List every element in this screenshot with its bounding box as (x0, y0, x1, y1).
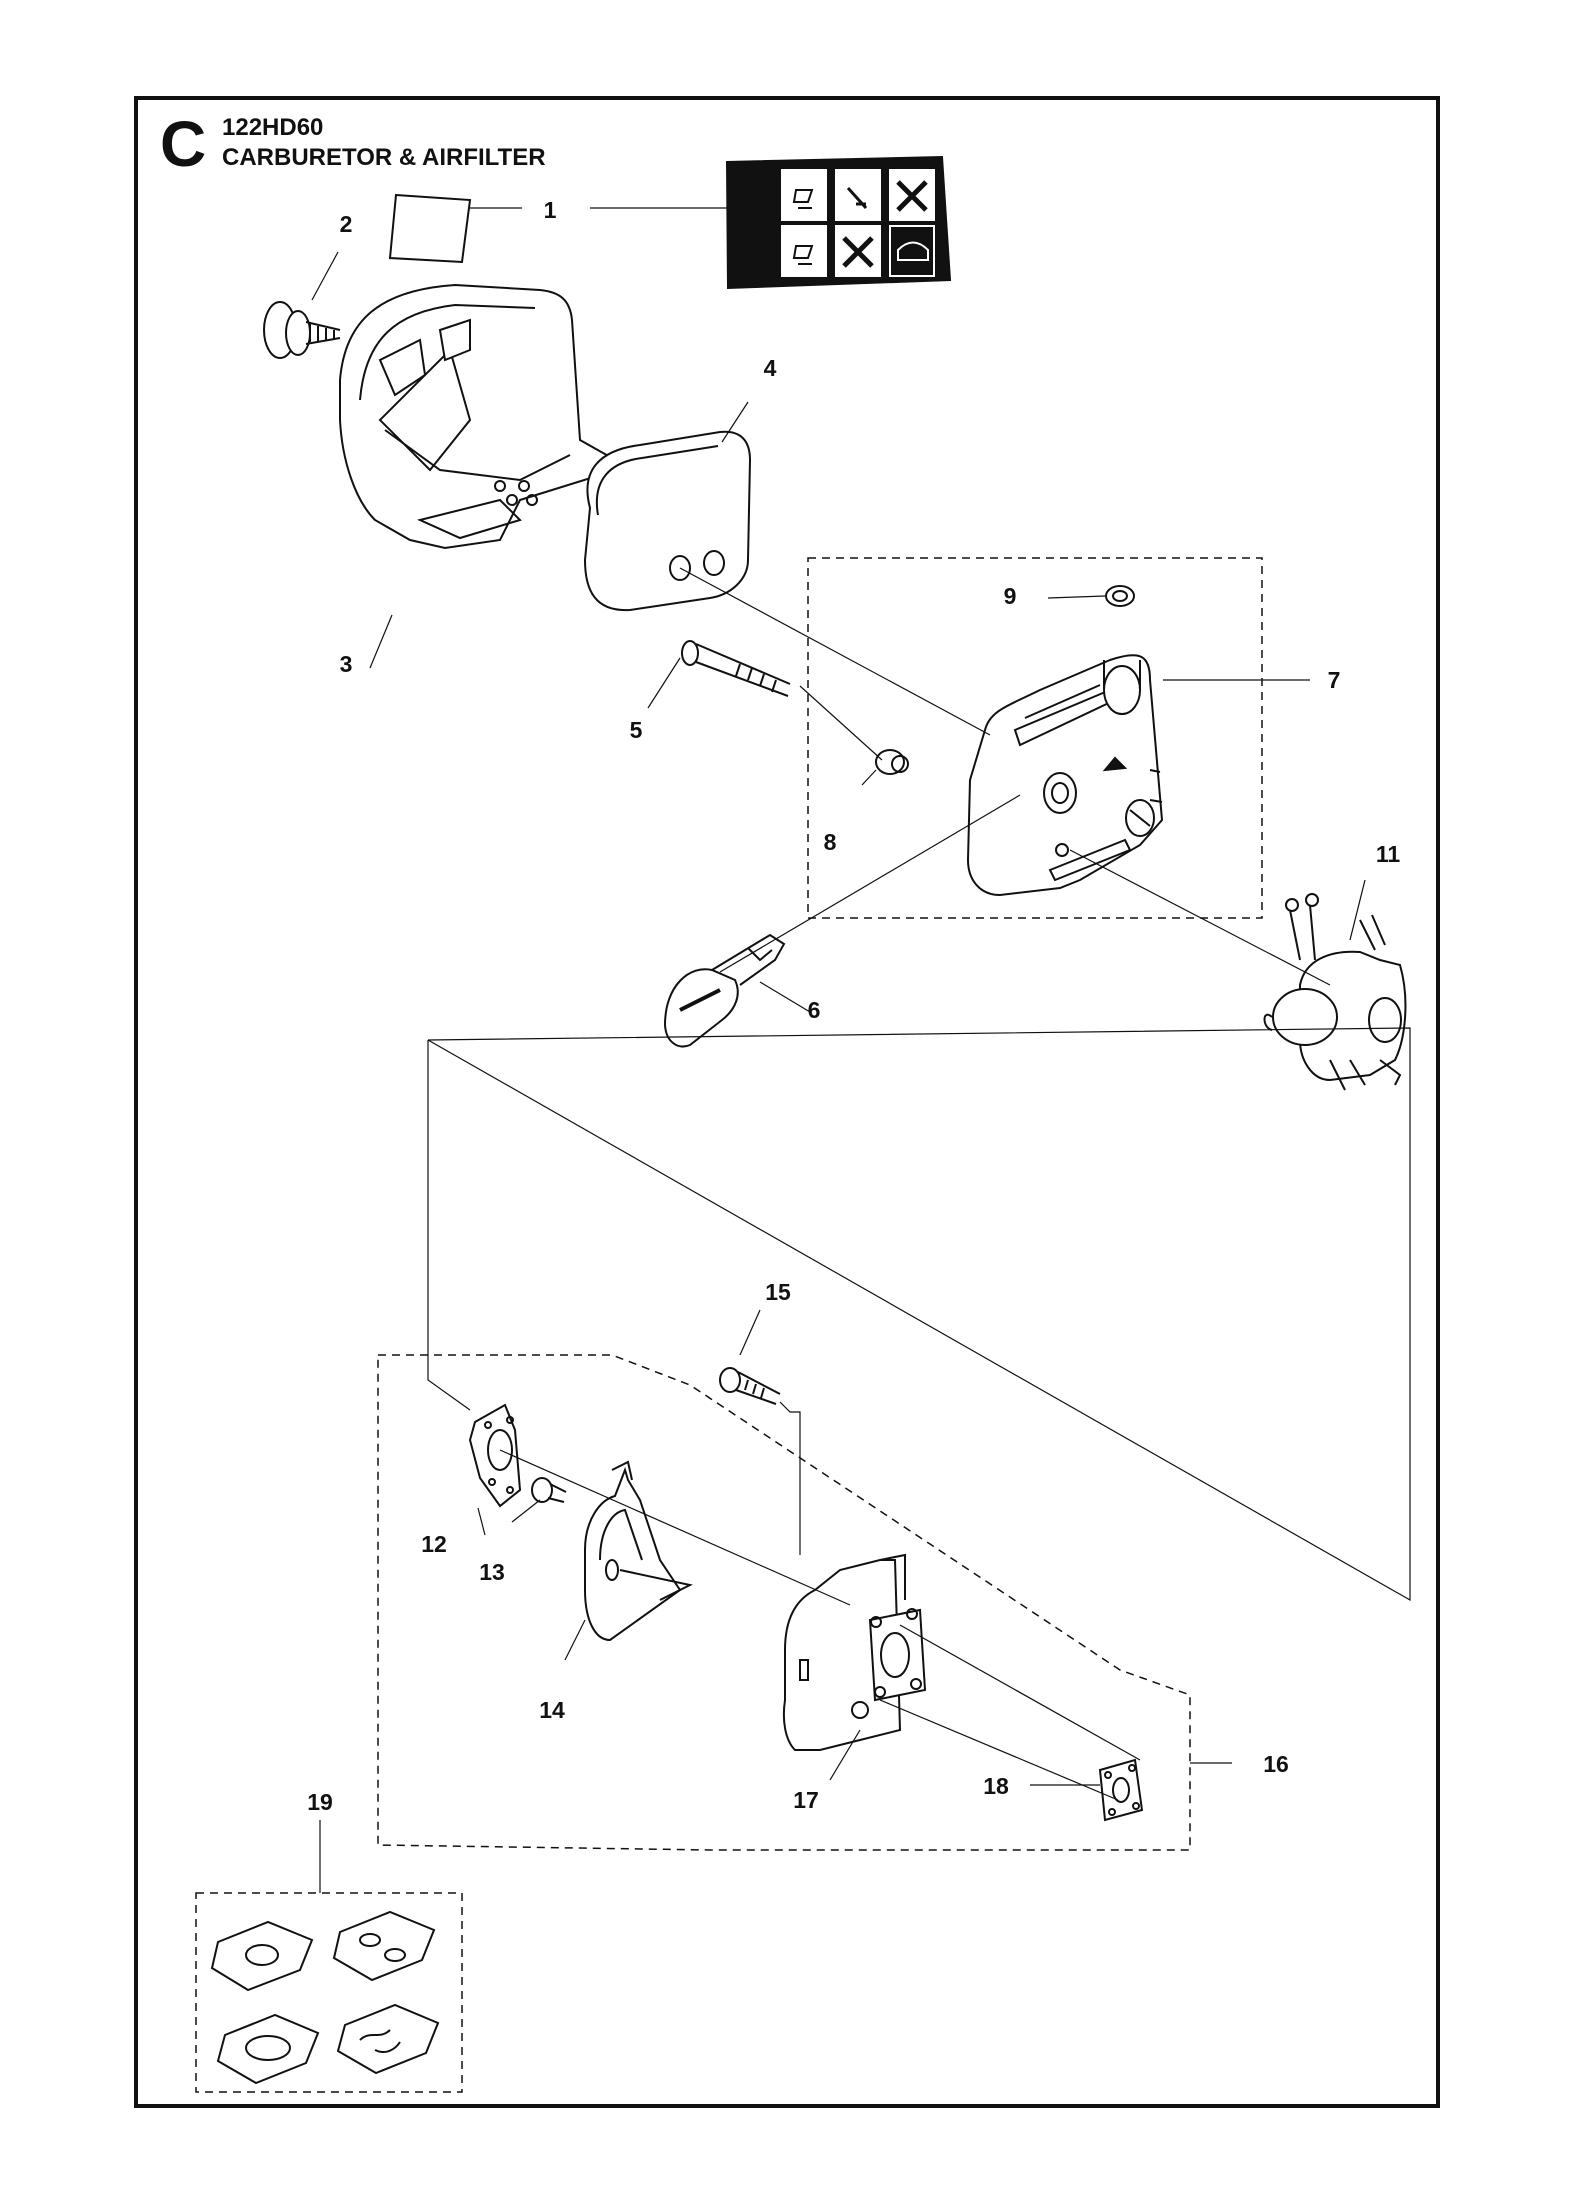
part-5-screw (681, 640, 791, 697)
callout-11: 11 (1376, 841, 1401, 867)
callout-18: 18 (983, 1773, 1009, 1799)
part-4-filter (583, 430, 752, 612)
callout-7: 7 (1328, 667, 1341, 693)
callout-13: 13 (479, 1559, 505, 1585)
part-8-nut (875, 749, 909, 775)
callout-9: 9 (1004, 583, 1017, 609)
callout-8: 8 (824, 829, 837, 855)
model-number: 122HD60 (222, 114, 324, 141)
part-9-oring (1105, 585, 1135, 607)
callout-4: 4 (764, 355, 777, 381)
part-6-lever (663, 933, 786, 1048)
part-19-kit-box (195, 1892, 463, 2093)
part-19-gaskets (210, 1910, 440, 2085)
part-3-cover (339, 283, 614, 550)
callout-16: 16 (1263, 1751, 1289, 1777)
callout-17: 17 (793, 1787, 819, 1813)
part-13-screw (531, 1477, 567, 1503)
page-frame (134, 96, 1440, 2108)
section-letter: C (160, 108, 207, 180)
callout-1: 1 (544, 197, 557, 223)
part-18-gasket (1098, 1758, 1144, 1822)
part-16-group-box (377, 1354, 1191, 1851)
part-11-carburetor (1263, 893, 1407, 1091)
part-12-gasket (468, 1403, 522, 1508)
part-2-knob (263, 301, 341, 359)
callout-5: 5 (630, 717, 643, 743)
callout-6: 6 (808, 997, 821, 1023)
callout-2: 2 (340, 211, 353, 237)
callout-labels: 1 2 3 4 5 6 7 8 9 11 12 13 14 15 16 17 1… (307, 197, 1400, 1815)
callout-15: 15 (765, 1279, 791, 1305)
part-7-housing (966, 654, 1164, 897)
callout-3: 3 (340, 651, 353, 677)
callout-12: 12 (421, 1531, 447, 1557)
part-14-adapter (584, 1460, 693, 1642)
page-title: CARBURETOR & AIRFILTER (222, 144, 546, 171)
part-7-group-box (807, 557, 1263, 919)
callout-14: 14 (539, 1697, 565, 1723)
part-17-manifold (782, 1553, 927, 1751)
part-15-screw (719, 1367, 781, 1405)
part-1-decal (388, 155, 952, 290)
callout-19: 19 (307, 1789, 333, 1815)
